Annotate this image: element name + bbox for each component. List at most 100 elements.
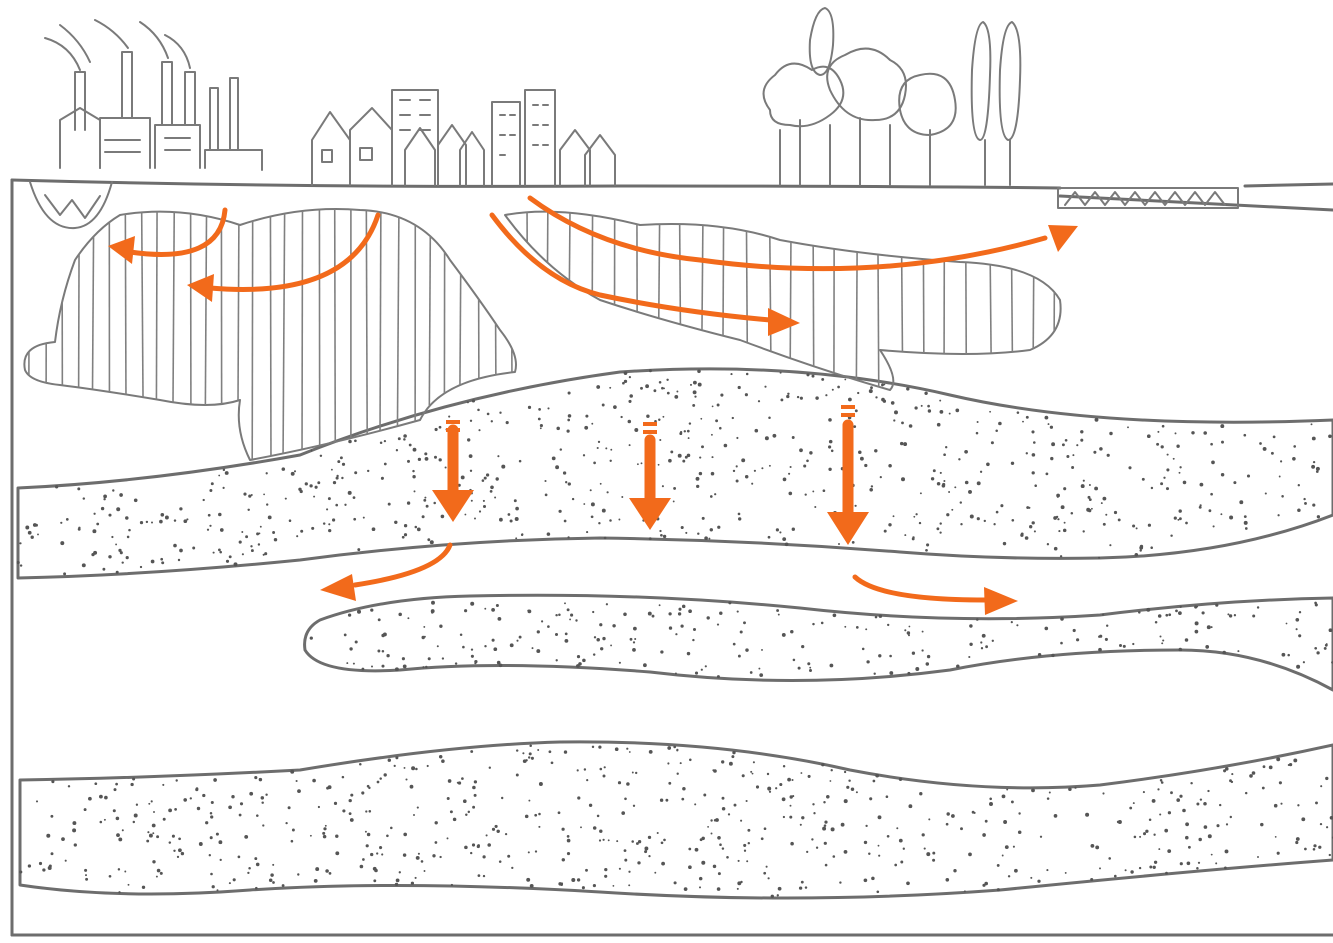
stipple-dot [1281, 652, 1286, 657]
stipple-dot [1104, 637, 1108, 641]
stipple-dot [1270, 451, 1274, 455]
stipple-dot [688, 609, 692, 614]
stipple-dot [341, 476, 344, 480]
stipple-dot [985, 645, 988, 649]
stipple-dot [632, 804, 636, 807]
stipple-dot [670, 450, 674, 454]
stipple-dot [635, 842, 639, 845]
stipple-dot [427, 538, 431, 542]
stipple-dot [700, 668, 703, 671]
stipple-dot [563, 519, 567, 523]
stipple-dot [667, 762, 670, 765]
stipple-dot [846, 785, 850, 789]
stipple-dot [674, 395, 679, 399]
stipple-dot [348, 439, 352, 444]
stipple-dot [628, 751, 631, 753]
stipple-dot [904, 534, 907, 537]
stipple-dot [1160, 445, 1164, 449]
stipple-dot [343, 633, 347, 637]
stipple-dot [1328, 434, 1332, 439]
stipple-dot [682, 459, 686, 463]
stipple-dot [92, 529, 97, 534]
stipple-dot [745, 648, 749, 652]
stipple-dot [765, 865, 768, 868]
stipple-dot [1062, 528, 1067, 533]
stipple-dot [754, 428, 759, 433]
stipple-dot [806, 850, 809, 854]
stipple-dot [311, 526, 315, 530]
stipple-dot [231, 795, 235, 799]
stipple-dot [1179, 862, 1183, 866]
stipple-dot [654, 871, 657, 874]
stipple-dot [413, 814, 415, 816]
stipple-dot [602, 774, 606, 778]
stipple-dot [1138, 611, 1141, 614]
stipple-dot [208, 854, 211, 857]
stipple-dot [596, 446, 599, 450]
stipple-dot [612, 884, 615, 887]
stipple-dot [160, 557, 164, 561]
stipple-dot [991, 639, 994, 642]
stipple-dot [113, 788, 117, 792]
stipple-dot [1080, 438, 1084, 442]
stipple-dot [599, 829, 603, 833]
stipple-dot [623, 612, 627, 617]
stipple-dot [1198, 837, 1202, 842]
stipple-dot [1053, 516, 1057, 520]
stipple-dot [779, 531, 782, 534]
stipple-dot [768, 464, 771, 467]
stipple-dot [958, 458, 961, 461]
stipple-dot [584, 425, 589, 430]
stipple-dot [1179, 466, 1182, 469]
stipple-dot [683, 887, 688, 891]
stipple-dot [1142, 791, 1145, 794]
stipple-dot [779, 371, 782, 374]
stipple-dot [561, 827, 565, 831]
stipple-dot [484, 645, 487, 648]
stipple-dot [737, 654, 741, 658]
stipple-dot [644, 850, 648, 854]
stipple-dot [640, 386, 643, 390]
stipple-dot [297, 789, 301, 793]
stipple-dot [813, 812, 816, 815]
stipple-dot [1190, 781, 1193, 785]
stipple-dot [781, 632, 786, 637]
stipple-dot [407, 617, 410, 620]
stipple-dot [623, 371, 628, 375]
stipple-dot [215, 832, 219, 836]
stipple-dot [1323, 646, 1327, 650]
stipple-dot [111, 535, 114, 539]
stipple-dot [789, 804, 792, 807]
stipple-dot [857, 391, 860, 395]
stipple-dot [1006, 788, 1009, 791]
stipple-dot [434, 841, 438, 844]
stipple-dot [359, 864, 364, 869]
stipple-dot [128, 528, 131, 532]
stipple-dot [219, 550, 222, 554]
stipple-dot [828, 439, 833, 444]
stipple-dot [254, 776, 258, 780]
stipple-dot [518, 459, 522, 463]
stipple-dot [381, 664, 385, 668]
stipple-dot [322, 522, 326, 525]
stipple-dot [72, 821, 77, 826]
stipple-dot [1211, 460, 1215, 465]
stipple-dot [173, 849, 176, 852]
stipple-dot [1012, 845, 1015, 848]
stipple-dot [728, 601, 732, 605]
stipple-dot [889, 671, 894, 675]
stipple-dot [1221, 440, 1224, 444]
stipple-dot [150, 800, 153, 803]
stipple-dot [1029, 525, 1033, 529]
stipple-dot [1205, 645, 1210, 649]
stipple-dot [932, 469, 936, 473]
stipple-dot [499, 517, 503, 522]
stipple-dot [544, 479, 547, 483]
stipple-dot [546, 532, 551, 536]
stipple-dot [1157, 430, 1160, 433]
stipple-dot [210, 872, 213, 876]
stipple-dot [425, 504, 429, 508]
stipple-dot [1210, 626, 1213, 629]
stipple-dot [156, 868, 161, 873]
stipple-dot [920, 404, 923, 407]
